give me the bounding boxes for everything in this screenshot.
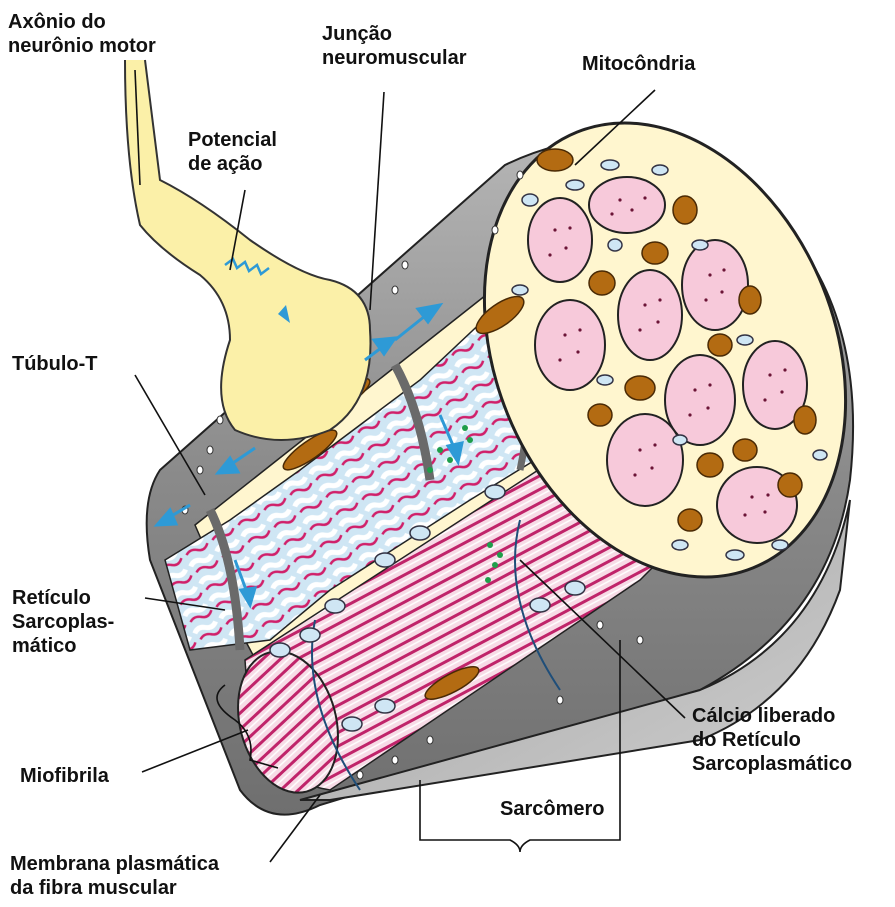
label-t-tubule: Túbulo-T: [12, 352, 98, 376]
label-mitochondria: Mitocôndria: [582, 52, 695, 76]
label-myofibril: Miofibrila: [20, 764, 109, 788]
label-mito-line1: Mitocôndria: [582, 52, 695, 76]
label-junction-line1: Junção: [322, 22, 466, 46]
label-action-potential: Potencial de ação: [188, 128, 277, 176]
label-sarcoplasmic-reticulum: Retículo Sarcoplas- mático: [12, 586, 114, 658]
label-t-tubule-line1: Túbulo-T: [12, 352, 98, 376]
label-action-potential-line1: Potencial: [188, 128, 277, 152]
label-reticulum-line1: Retículo: [12, 586, 114, 610]
label-reticulum-line3: mático: [12, 634, 114, 658]
label-action-potential-line2: de ação: [188, 152, 277, 176]
label-sarcomere: Sarcômero: [500, 797, 605, 821]
label-reticulum-line2: Sarcoplas-: [12, 610, 114, 634]
label-membrane-line1: Membrana plasmática: [10, 852, 219, 876]
label-calcium-line3: Sarcoplasmático: [692, 752, 852, 776]
label-calcium-released: Cálcio liberado do Retículo Sarcoplasmát…: [692, 704, 852, 776]
label-calcium-line1: Cálcio liberado: [692, 704, 852, 728]
motor-neuron-axon: [125, 60, 371, 440]
label-sarcomere-line1: Sarcômero: [500, 797, 605, 821]
label-plasma-membrane: Membrana plasmática da fibra muscular: [10, 852, 219, 900]
label-calcium-line2: do Retículo: [692, 728, 852, 752]
label-axon: Axônio do neurônio motor: [8, 10, 156, 58]
label-axon-line2: neurônio motor: [8, 34, 156, 58]
label-membrane-line2: da fibra muscular: [10, 876, 219, 900]
label-axon-line1: Axônio do: [8, 10, 156, 34]
label-junction-line2: neuromuscular: [322, 46, 466, 70]
label-myofibril-line1: Miofibrila: [20, 764, 109, 788]
label-neuromuscular-junction: Junção neuromuscular: [322, 22, 466, 70]
